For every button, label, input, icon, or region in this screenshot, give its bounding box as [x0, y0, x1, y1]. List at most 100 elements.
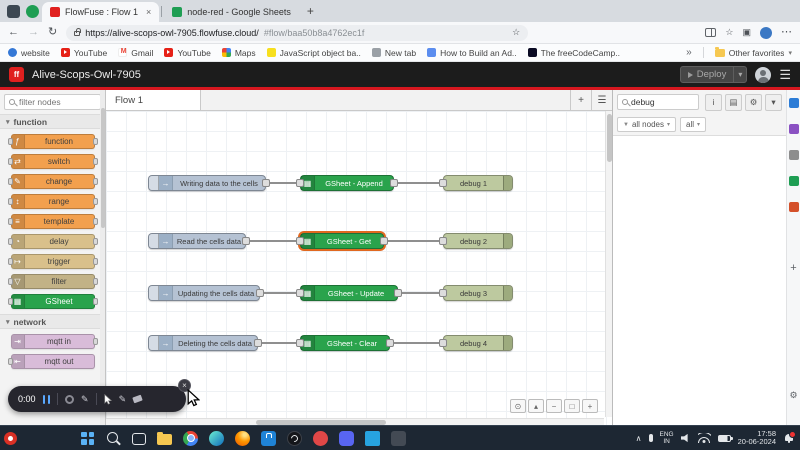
obs-icon[interactable]	[287, 430, 302, 446]
pause-icon[interactable]	[42, 394, 51, 404]
bookmark-how-to-build[interactable]: How to Build an Ad..	[427, 48, 517, 58]
screen-recorder-toolbar[interactable]: 0:00 ✎ ✎ ×	[8, 379, 191, 412]
task-view-icon[interactable]	[132, 432, 146, 445]
office-icon[interactable]	[789, 176, 799, 186]
file-explorer-icon[interactable]	[157, 431, 172, 445]
input-port[interactable]	[296, 339, 304, 347]
wire[interactable]	[394, 182, 443, 184]
wire[interactable]	[266, 182, 300, 184]
input-port[interactable]	[439, 339, 447, 347]
bookmark-website[interactable]: website	[8, 48, 50, 58]
volume-icon[interactable]	[680, 433, 688, 443]
flow-canvas[interactable]: → Writing data to the cells ▦ GSheet - A…	[106, 111, 612, 425]
edge-icon[interactable]	[209, 430, 224, 446]
zoom-out-button[interactable]: −	[546, 399, 562, 413]
address-bar[interactable]: https://alive-scops-owl-7905.flowfuse.cl…	[66, 24, 529, 41]
battery-icon[interactable]	[717, 434, 733, 442]
stop-record-icon[interactable]	[65, 394, 75, 404]
notifications-bell-icon[interactable]	[783, 430, 796, 444]
output-port[interactable]	[390, 179, 398, 187]
output-port[interactable]	[394, 289, 402, 297]
deploy-options-chevron[interactable]: ▾	[733, 67, 746, 82]
main-menu-icon[interactable]: ☰	[779, 67, 791, 82]
output-port[interactable]	[380, 237, 388, 245]
wire[interactable]	[246, 240, 300, 242]
input-port[interactable]	[439, 179, 447, 187]
palette-category-network[interactable]: ▾ network	[0, 314, 105, 329]
add-sidebar-app-icon[interactable]: +	[790, 262, 797, 274]
input-port[interactable]	[439, 289, 447, 297]
gear-icon[interactable]: ⚙	[745, 93, 762, 111]
debug-node-3[interactable]: debug 3	[439, 285, 513, 301]
discord-icon[interactable]	[339, 430, 354, 446]
debug-node-4[interactable]: debug 4	[439, 335, 513, 351]
bookmark-new-tab[interactable]: New tab	[371, 48, 416, 58]
output-port[interactable]	[262, 179, 270, 187]
taskbar-search-icon[interactable]	[106, 431, 121, 446]
palette-category-function[interactable]: ▾ function	[0, 114, 105, 129]
canvas-horizontal-scrollbar[interactable]	[106, 418, 604, 425]
collections-icon[interactable]: ▣	[742, 27, 751, 37]
debug-messages-panel[interactable]	[613, 136, 786, 425]
marker-icon[interactable]: ✎	[81, 393, 89, 404]
bookmark-maps[interactable]: Maps	[221, 48, 256, 58]
bookmark-youtube-2[interactable]: YouTube	[164, 48, 211, 58]
wire[interactable]	[384, 240, 443, 242]
tray-chevron-up-icon[interactable]: ∧	[635, 433, 642, 443]
store-icon[interactable]	[261, 430, 276, 446]
bookmark-js-object[interactable]: JavaScript object ba..	[266, 48, 361, 58]
pencil-icon[interactable]: ✎	[118, 393, 127, 404]
palette-node-gsheet[interactable]: ▦ GSheet	[7, 294, 98, 309]
wire[interactable]	[258, 342, 300, 344]
bookmark-star-icon[interactable]: ☆	[512, 27, 521, 37]
app-icon-dark[interactable]	[391, 430, 406, 446]
browser-menu-icon[interactable]: ⋯	[781, 26, 792, 38]
zoom-reset-button[interactable]: □	[564, 399, 580, 413]
scrollbar-thumb[interactable]	[607, 114, 612, 162]
palette-node-trigger[interactable]: ↦ trigger	[7, 254, 98, 269]
firefox-icon[interactable]	[235, 430, 250, 446]
inject-button[interactable]	[149, 286, 159, 300]
workspaces-icon[interactable]	[7, 4, 20, 18]
input-port[interactable]	[296, 237, 304, 245]
favorites-icon[interactable]: ☆	[725, 27, 734, 37]
chrome-icon[interactable]	[183, 430, 198, 446]
vscode-icon[interactable]	[365, 430, 380, 446]
games-icon[interactable]	[789, 202, 799, 212]
palette-node-template[interactable]: ≡ template	[7, 214, 98, 229]
focus-view-button[interactable]: ⊙	[510, 399, 526, 413]
flow-tab[interactable]: Flow 1	[106, 90, 201, 110]
forward-icon[interactable]: →	[28, 26, 39, 38]
debug-toggle-button[interactable]	[503, 234, 512, 248]
bookmark-gmail[interactable]: Gmail	[118, 48, 153, 58]
browser-tab-sheets[interactable]: node-red - Google Sheets	[164, 2, 299, 22]
wifi-icon[interactable]	[698, 433, 711, 443]
bookmarks-overflow-icon[interactable]: »	[686, 47, 692, 58]
flow-list-button[interactable]: ☰	[591, 90, 612, 110]
app-icon-red[interactable]	[313, 430, 328, 446]
bookmark-youtube[interactable]: YouTube	[60, 48, 107, 58]
recorder-tray-icon[interactable]	[4, 431, 17, 445]
info-icon[interactable]: i	[705, 93, 722, 111]
output-port[interactable]	[256, 289, 264, 297]
split-screen-icon[interactable]	[705, 28, 717, 37]
filter-level-dropdown[interactable]: all ▾	[680, 117, 707, 132]
scrollbar-thumb[interactable]	[100, 108, 105, 228]
gsheet-update-node[interactable]: ▦ GSheet - Update	[296, 285, 402, 301]
gsheet-clear-node[interactable]: ▦ GSheet - Clear	[296, 335, 394, 351]
sidebar-tabs-chevron[interactable]: ▾	[765, 93, 782, 111]
cursor-tool-icon[interactable]	[104, 393, 112, 405]
tab-close-icon[interactable]: ×	[146, 7, 152, 17]
input-port[interactable]	[439, 237, 447, 245]
start-button[interactable]	[80, 431, 95, 446]
palette-node-range[interactable]: ↕ range	[7, 194, 98, 209]
gsheet-get-node-selected[interactable]: ▦ GSheet - Get	[296, 233, 388, 249]
palette-node-function[interactable]: ƒ function	[7, 134, 98, 149]
palette-node-mqtt-in[interactable]: ⇥ mqtt in	[10, 334, 98, 349]
close-recorder-icon[interactable]: ×	[178, 379, 191, 392]
microphone-icon[interactable]	[648, 434, 653, 442]
output-port[interactable]	[242, 237, 250, 245]
palette-filter-input[interactable]	[19, 97, 91, 107]
